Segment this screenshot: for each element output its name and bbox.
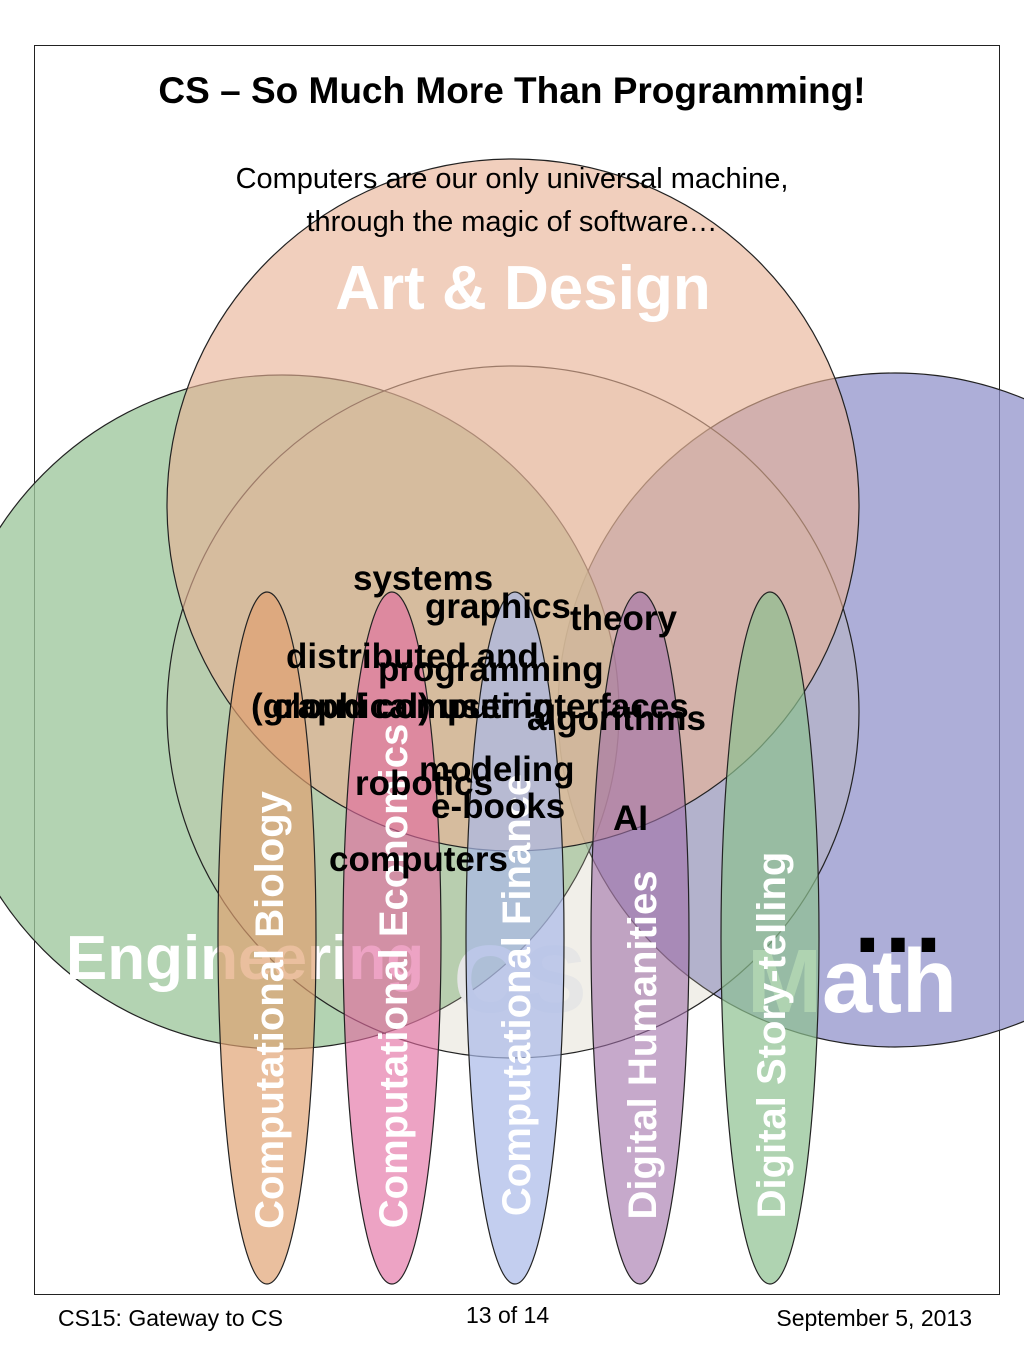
digital-story-ellipse <box>720 591 820 1285</box>
topic-distributed: distributed and <box>286 637 539 676</box>
comp-econ-ellipse <box>342 591 442 1285</box>
ellipsis-label: … <box>850 866 946 973</box>
page-number: 13 <box>466 1302 492 1328</box>
topic-ebooks: e-books <box>431 787 565 826</box>
topic-graphics: graphics <box>425 587 571 626</box>
topic-programming: programming <box>378 650 604 689</box>
footer-course: CS15: Gateway to CS <box>58 1305 283 1331</box>
subtitle-line: through the magic of software… <box>306 206 718 238</box>
topic-theory: theory <box>570 599 678 638</box>
topic-ai: AI <box>613 799 648 838</box>
topic-algorithms: algorithms <box>527 699 706 738</box>
topic-cloud-computing: cloud computing <box>272 687 554 726</box>
footer-page-number: 13 of 14 <box>466 1302 549 1329</box>
footer-date: September 5, 2013 <box>776 1305 972 1331</box>
page-total: of 14 <box>497 1302 550 1328</box>
comp-bio-label: Computational Biology <box>248 790 292 1229</box>
topic-systems: systems <box>353 559 493 598</box>
topic-modeling: modeling <box>419 750 575 789</box>
subtitle-line: Computers are our only universal machine… <box>235 163 789 195</box>
topic-robotics: robotics <box>355 764 493 803</box>
comp-fin-ellipse <box>465 591 565 1285</box>
digital-hum-label: Digital Humanities <box>621 871 665 1220</box>
slide-title: CS – So Much More Than Programming! <box>158 70 866 111</box>
digital-story-label: Digital Story-telling <box>750 852 794 1219</box>
comp-econ-label: Computational Economics <box>372 724 416 1229</box>
topic-computers: computers <box>329 840 508 879</box>
digital-hum-ellipse <box>590 591 690 1285</box>
comp-bio-ellipse <box>217 591 317 1285</box>
art-design-label: Art & Design <box>335 254 710 323</box>
topic-graphical-user-interfaces: (graphical) user interfaces <box>251 687 689 726</box>
comp-fin-label: Computational Finance <box>495 774 539 1216</box>
